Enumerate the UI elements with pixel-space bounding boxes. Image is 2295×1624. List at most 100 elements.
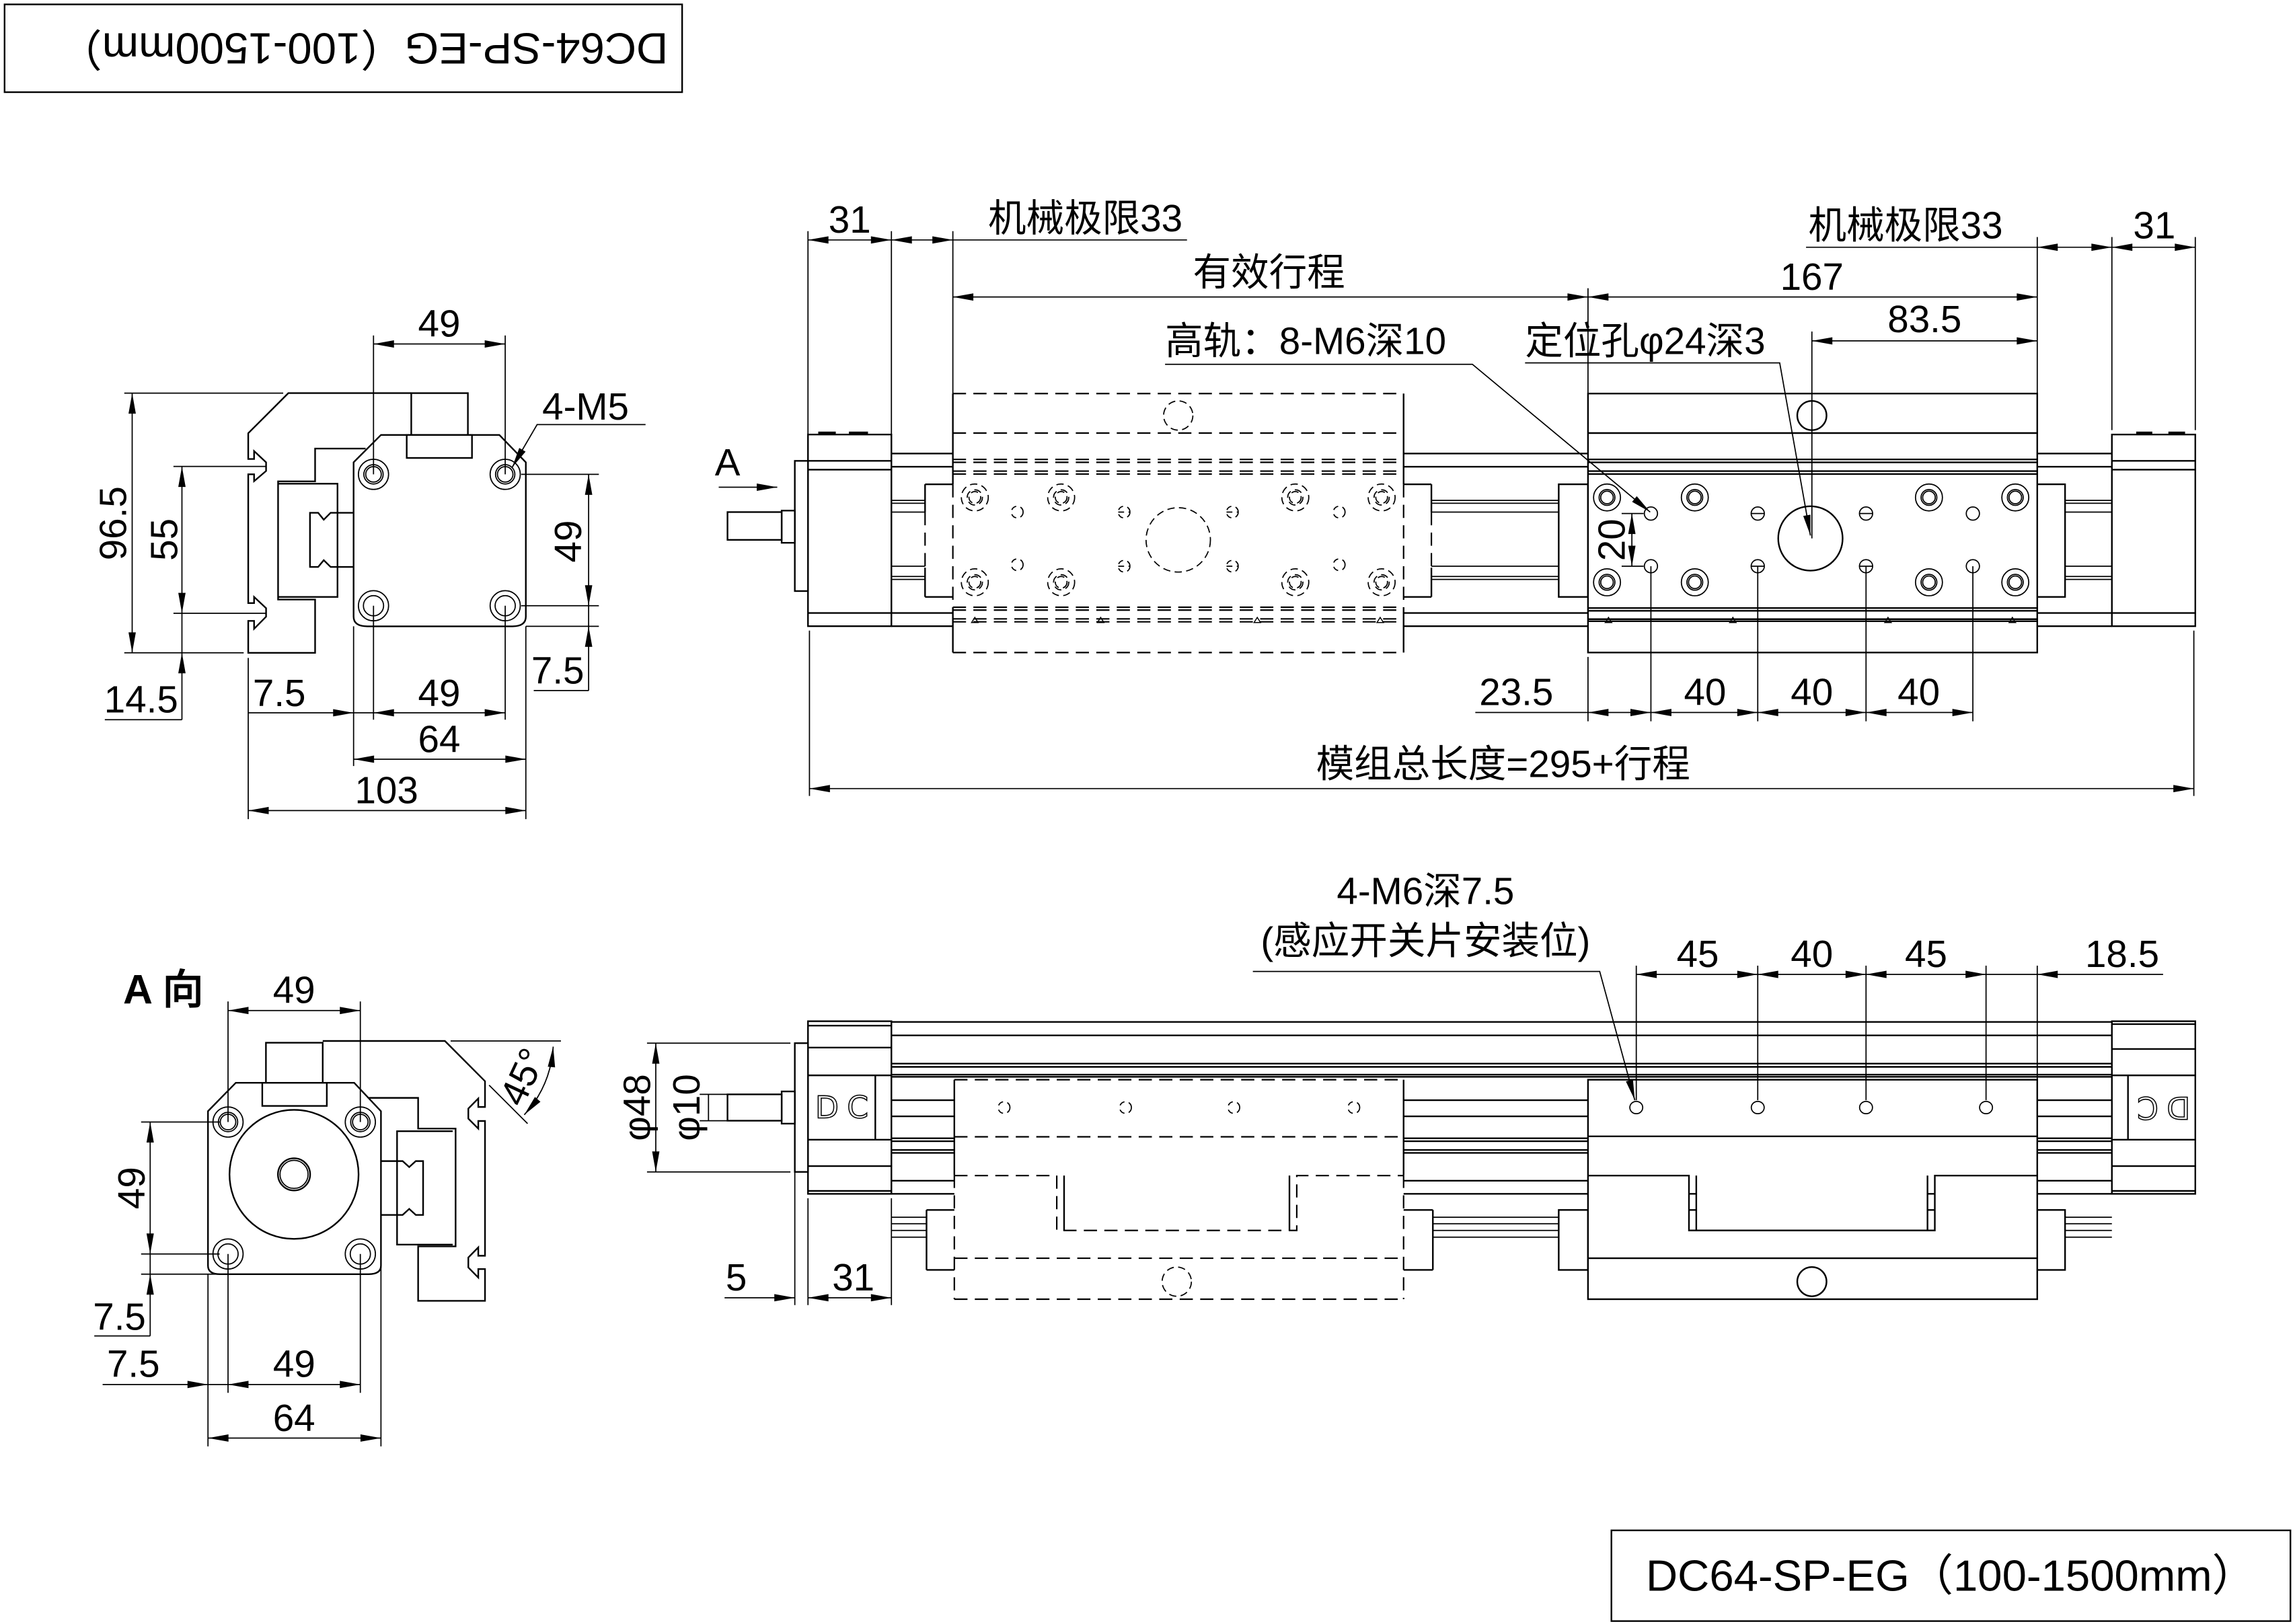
dim-label-sensor-end-offset: 18.5: [2085, 933, 2159, 975]
phantom-locating-hole: [1145, 507, 1211, 573]
arrowhead: [585, 626, 593, 647]
dim-label-end-cap-length: 31: [832, 1256, 874, 1299]
motor-plate: [352, 434, 527, 627]
arrowhead: [146, 1274, 154, 1295]
arrowhead: [1636, 970, 1657, 978]
carriage-phantom-solid-edges: [924, 393, 1433, 653]
arrowhead: [340, 1007, 361, 1015]
arrowhead: [870, 236, 892, 244]
dim-label-carriage-length: 167: [1780, 256, 1844, 298]
dim-label-motor-width: 64: [418, 718, 461, 760]
dim-label-hole-spacing-top: 49: [273, 968, 315, 1011]
arrowhead: [1737, 709, 1758, 716]
dim-label-hole-spacing-bottom: 49: [273, 1342, 315, 1385]
arrowhead: [1965, 970, 1986, 978]
profile-body-lines: [891, 453, 2112, 627]
dim-label-slot-offset: 14.5: [104, 679, 178, 721]
locating-hole: [1777, 505, 1844, 572]
dim-label-sensor-spacing: 45: [1677, 933, 1719, 975]
carriage-phantom-position: [924, 393, 1433, 654]
carriage-phantom-solid-edges: [926, 1079, 1434, 1271]
motor-boss: [229, 1109, 360, 1240]
arrowhead: [1626, 1079, 1635, 1101]
arrowhead: [808, 236, 829, 244]
arrowhead: [228, 1007, 249, 1015]
arrowhead: [1758, 970, 1778, 978]
dim-label-shaft-diameter: φ10: [665, 1074, 708, 1141]
arrowhead: [512, 448, 526, 468]
carriage-flange-right: [2036, 1209, 2066, 1271]
arrowhead: [373, 709, 394, 717]
slider-block: [381, 1160, 424, 1216]
phantom-slotted-hole: [1226, 505, 1239, 519]
arrowhead: [1630, 709, 1651, 716]
arrowhead: [1628, 545, 1636, 566]
carriage-flange-left: [1558, 1209, 1589, 1271]
shaft-collar: [780, 510, 796, 544]
arrowhead: [952, 293, 974, 301]
rail-profile: [278, 483, 338, 598]
sensor-holes-callout: 4-M6深7.5: [1337, 870, 1514, 913]
dim-label-carriage-half-length: 83.5: [1887, 298, 1961, 340]
end-cap-logo-letter: C: [2137, 1089, 2158, 1125]
arrowhead: [2017, 337, 2037, 345]
arrowhead: [1628, 513, 1636, 535]
carriage-body: [1587, 1079, 2039, 1301]
dim-label-motor-diameter: φ48: [615, 1074, 658, 1141]
phantom-side-hole: [1161, 1266, 1193, 1297]
arrowhead: [360, 1434, 381, 1442]
arrowhead: [333, 709, 354, 717]
locating-hole-callout: 定位孔φ24深3: [1525, 320, 1765, 362]
end-block-mark: [2136, 431, 2152, 435]
phantom-small-hole: [1332, 505, 1346, 519]
side-hole: [1796, 1266, 1828, 1297]
dim-label-end-cap-right: 31: [2133, 204, 2175, 247]
view-direction-label: A: [715, 441, 741, 484]
arrowhead: [585, 585, 593, 606]
end-block-mark: [2168, 431, 2185, 435]
motor-shaft: [726, 511, 783, 541]
arrowhead: [1952, 709, 1973, 716]
title-block-top: DC64-SP-EG（100-1500mm）: [3, 3, 683, 93]
dim-label-hole-offset-vertical: 7.5: [93, 1296, 146, 1338]
arrowhead: [1811, 337, 1833, 345]
dim-label-slot-pitch: 55: [143, 518, 186, 561]
profile-outline: [247, 392, 412, 654]
motor-connector-base: [406, 434, 473, 459]
dim-label-hole-offset-horizontal: 7.5: [107, 1342, 160, 1385]
arrowhead: [2175, 243, 2195, 252]
motor-shaft-outer: [277, 1157, 311, 1192]
motor-shaft-inner: [279, 1159, 309, 1190]
dim-label-hole-pitch: 40: [1897, 671, 1940, 713]
arrowhead: [809, 785, 830, 793]
phantom-slotted-hole: [1117, 559, 1131, 573]
carriage-body: [1587, 393, 2039, 654]
dim-label-sensor-spacing: 40: [1791, 933, 1833, 975]
motor-flange: [794, 460, 809, 592]
phantom-slotted-hole: [1226, 559, 1239, 573]
phantom-small-hole: [1010, 505, 1024, 519]
rail-holes-callout: 高轨：8-M6深10: [1165, 320, 1446, 362]
side-view: D C D C: [615, 870, 2196, 1305]
sensor-holes-note: (感应开关片安装位): [1261, 920, 1590, 962]
leader-locating-hole: [1525, 362, 1811, 536]
leader-rail-holes: [1165, 363, 1651, 513]
arrowhead: [373, 340, 394, 348]
end-block-mark: [818, 431, 836, 435]
dim-label-rail-hole-spacing: 20: [1590, 518, 1632, 561]
dim-label-effective-stroke: 有效行程: [1193, 251, 1345, 293]
phantom-sensor-hole: [1119, 1101, 1132, 1114]
title-text: DC64-SP-EG（100-1500mm）: [1646, 1551, 2256, 1600]
arrowhead: [1845, 970, 1867, 978]
motor-connector-base: [261, 1082, 328, 1107]
arrowhead: [128, 393, 136, 414]
end-cap-logo-letter: C: [847, 1089, 868, 1125]
phantom-slotted-hole: [1117, 505, 1131, 519]
arrowhead: [2037, 970, 2058, 978]
carriage-lines: [1587, 432, 2037, 622]
arrowhead: [228, 1381, 249, 1389]
arrowhead: [2017, 293, 2037, 301]
arrowhead: [1845, 709, 1867, 716]
sensor-hole: [1750, 1100, 1765, 1114]
